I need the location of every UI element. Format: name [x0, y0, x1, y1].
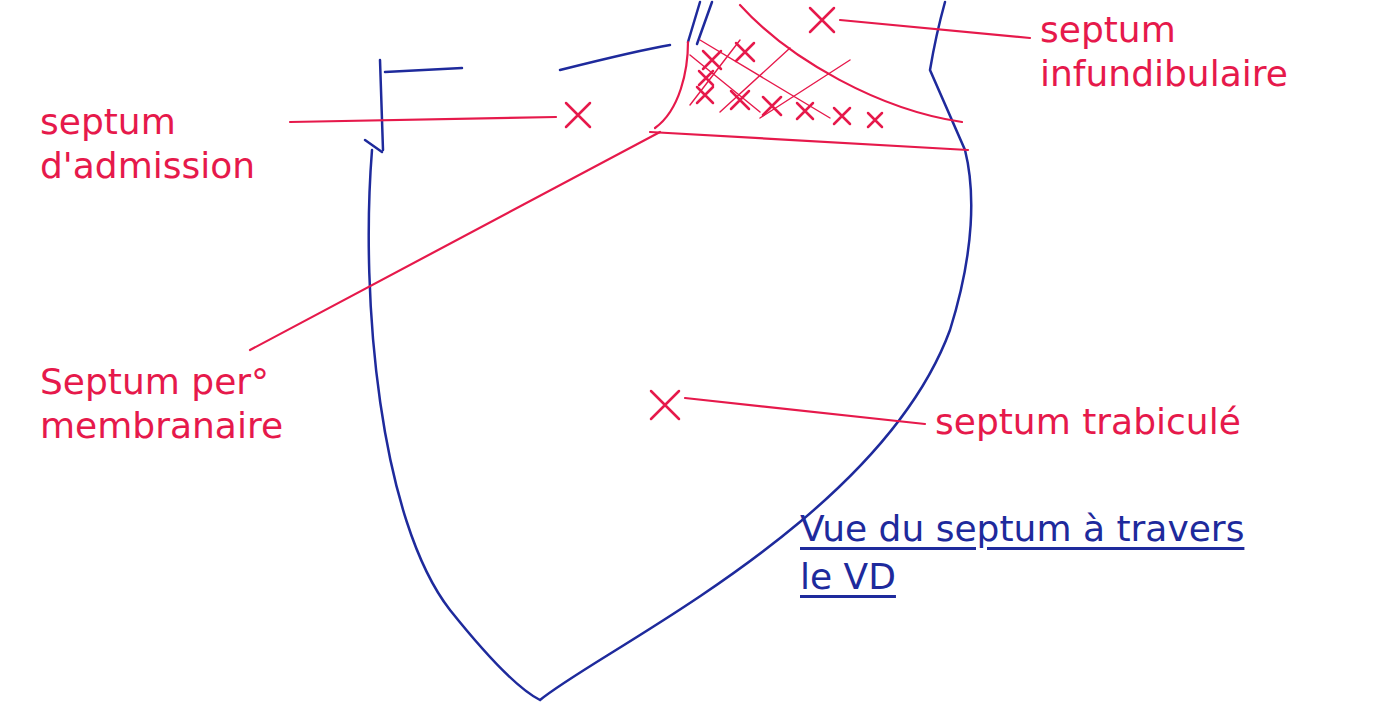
- part-label: Septum per° membranaire: [40, 360, 340, 448]
- atrium-edge: [385, 68, 462, 72]
- pulmonary-trunk: [688, 2, 700, 42]
- septum-regions: [250, 5, 1030, 424]
- x-mark: [731, 91, 749, 109]
- part-label: septum d'admission: [40, 100, 255, 188]
- x-marks: [566, 8, 882, 419]
- leader-line: [290, 117, 556, 122]
- x-mark: [651, 391, 679, 419]
- x-mark: [810, 8, 834, 32]
- x-mark: [763, 97, 781, 115]
- top-edge: [560, 45, 670, 70]
- infundibular-border: [655, 42, 688, 128]
- x-mark: [834, 108, 850, 124]
- infundibular-border: [650, 132, 968, 150]
- leader-line: [840, 20, 1030, 38]
- part-label: septum infundibulaire: [1040, 8, 1288, 96]
- leader-line: [685, 398, 925, 424]
- caption: Vue du septum à travers le VD: [800, 505, 1270, 601]
- x-mark: [697, 87, 713, 103]
- x-mark: [703, 51, 721, 69]
- x-mark: [699, 71, 713, 85]
- leader-line: [250, 132, 660, 350]
- atrium-edge: [365, 140, 382, 152]
- x-mark: [797, 103, 813, 119]
- part-label: septum trabiculé: [935, 400, 1241, 444]
- x-mark: [566, 103, 590, 127]
- x-mark: [736, 43, 754, 61]
- pulmonary-trunk: [697, 2, 712, 44]
- hatching: [690, 40, 850, 118]
- x-mark: [868, 113, 882, 127]
- atrium-edge: [380, 60, 383, 150]
